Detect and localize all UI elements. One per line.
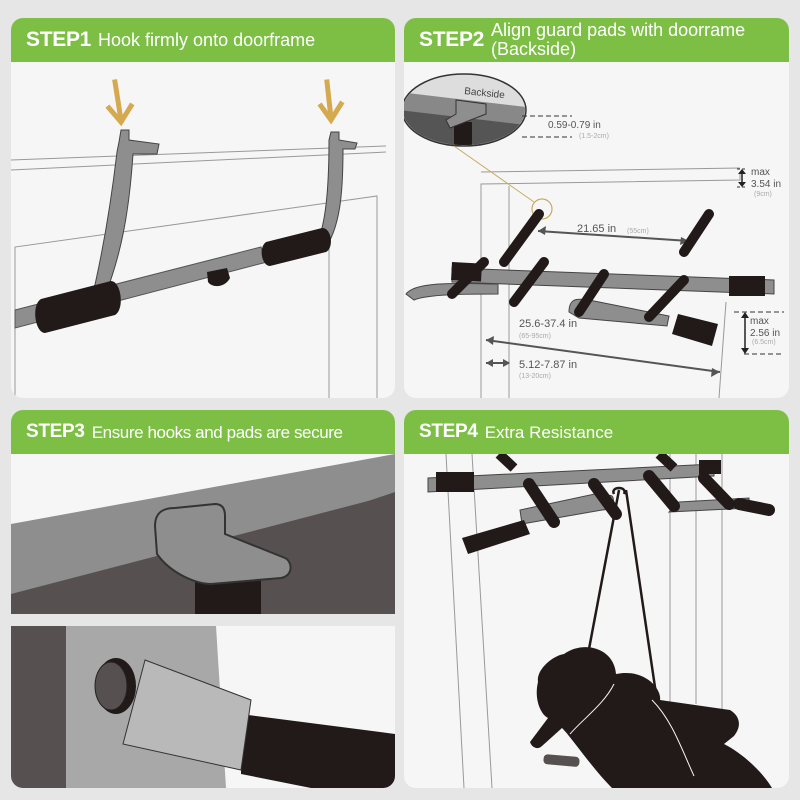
step3-illustration [11,454,395,788]
step2-title-line2: (Backside) [491,39,577,59]
backside-label: Backside [464,86,506,101]
step4-panel: STEP4 Extra Resistance [404,410,789,788]
pullup-bar [405,209,775,346]
step1-label: STEP1 [26,28,92,51]
arrow-down-icon [317,79,345,125]
max-top-cm: (9cm) [754,191,772,198]
step1-illustration [11,62,395,398]
foam-grip [261,228,331,266]
max-top-inches: 3.54 in [751,179,781,190]
step4-title: Extra Resistance [484,422,614,442]
step2-header: STEP2 Align guard pads with doorrame (Ba… [404,18,789,62]
step2-panel: STEP2 Align guard pads with doorrame (Ba… [404,18,789,398]
pullup-bar [427,454,775,554]
step2-label: STEP2 [419,28,485,51]
door-width-inches: 25.6-37.4 in [519,318,577,330]
step4-label: STEP4 [419,421,478,442]
max-bottom-cm: (6.5cm) [752,339,776,346]
trim-width-inches: 5.12-7.87 in [519,359,577,371]
resistance-band [587,486,658,695]
step1-header: STEP1 Hook firmly onto doorframe [11,18,395,62]
step3-title: Ensure hooks and pads are secure [91,422,343,442]
step3-panel: STEP3 Ensure hooks and pads are secure [11,410,395,788]
max-top-label: max [751,167,770,178]
trim-width-cm: (13-20cm) [519,373,551,380]
backside-detail-bubble: Backside [404,73,527,147]
step2-title-line1: Align guard pads with doorrame [491,20,746,40]
hook-span-inches: 21.65 in [577,223,616,235]
hook-closeup [11,454,395,614]
door-width-cm: (65-95cm) [519,333,551,340]
foam-grip [35,281,121,333]
step2-illustration: Backside 0.59-0.79 in (1.5-2cm) max 3.54… [404,62,789,398]
step4-illustration [404,454,789,788]
max-bottom-label: max [750,316,769,327]
guard-gap-cm: (1.5-2cm) [579,133,609,140]
arrow-down-icon [105,79,135,127]
max-bottom-inches: 2.56 in [750,328,780,339]
hook-span-cm: (55cm) [627,228,649,235]
step4-header: STEP4 Extra Resistance [404,410,789,454]
guard-gap-inches: 0.59-0.79 in [548,120,601,131]
pad-closeup [11,626,395,788]
step3-header: STEP3 Ensure hooks and pads are secure [11,410,395,454]
step1-title: Hook firmly onto doorframe [98,29,316,50]
step1-panel: STEP1 Hook firmly onto doorframe [11,18,395,398]
person-silhouette [530,647,772,788]
step3-label: STEP3 [26,421,85,442]
